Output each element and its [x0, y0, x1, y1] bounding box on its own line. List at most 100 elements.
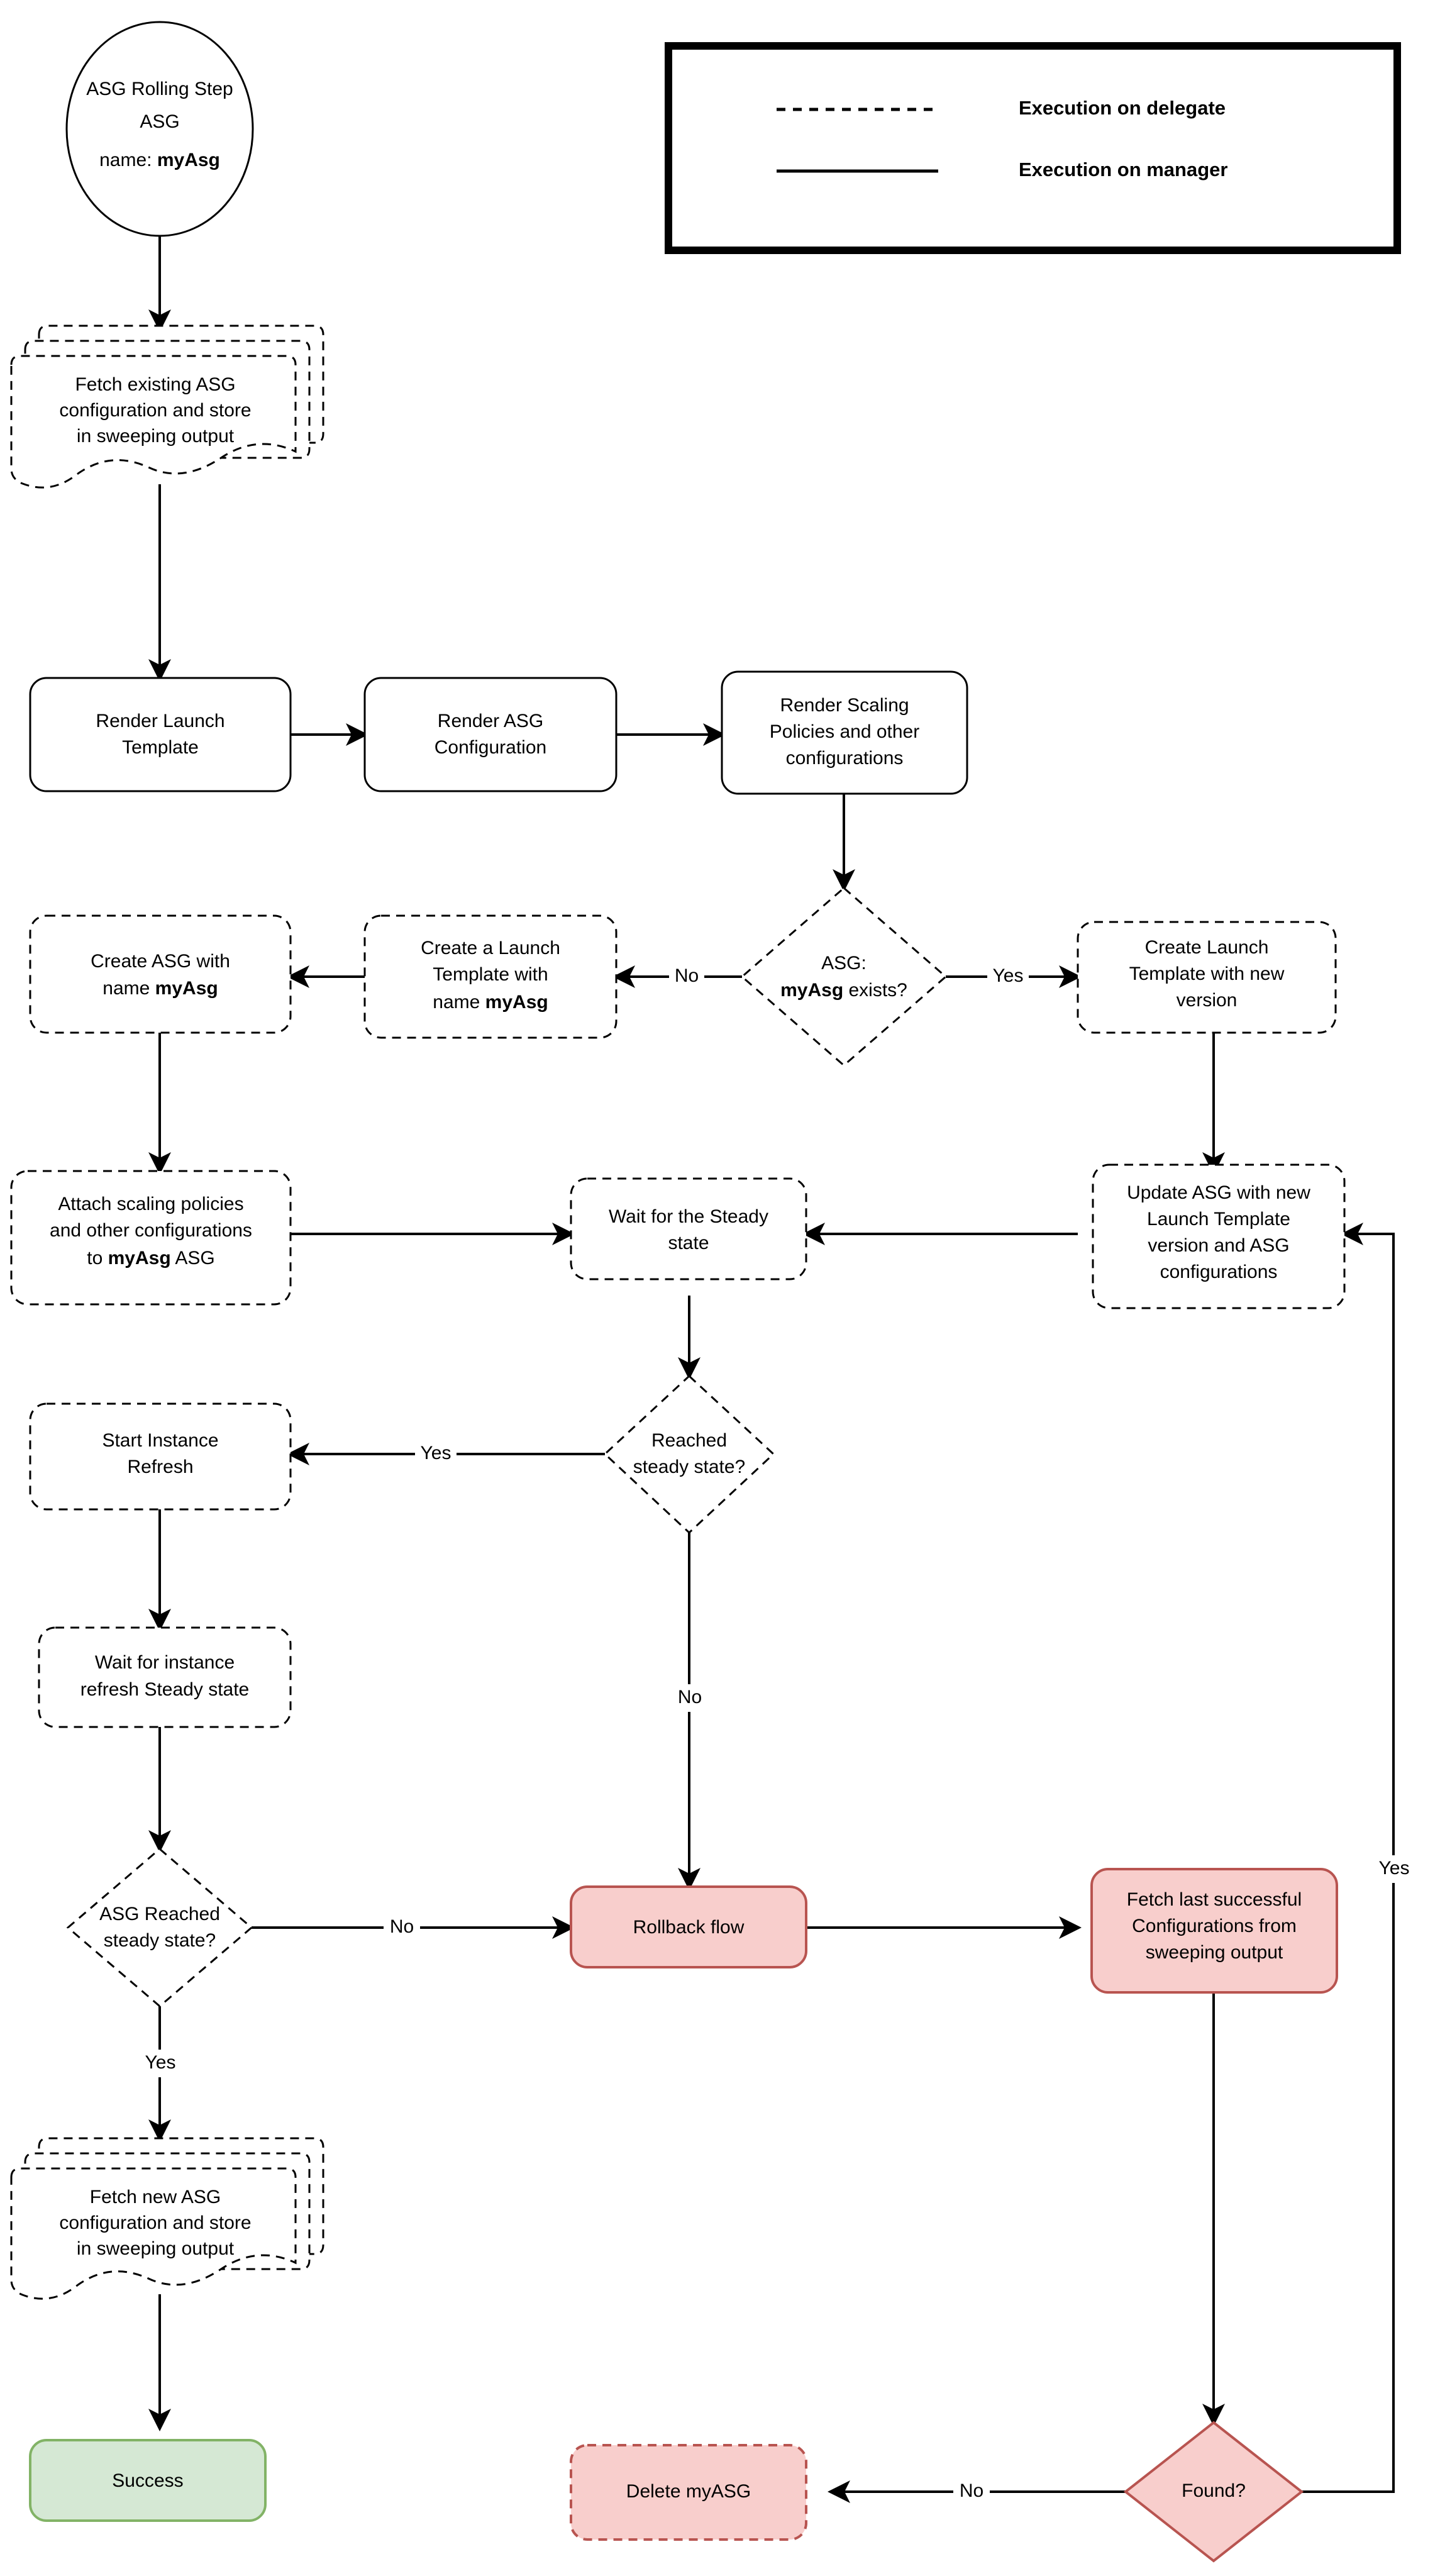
render-asg-line2: Configuration [435, 737, 546, 758]
node-start-instance-refresh[interactable]: Start Instance Refresh [29, 1402, 292, 1511]
legend-border [665, 42, 1401, 254]
attach-suffix: ASG [171, 1248, 215, 1269]
create-asg-box [29, 914, 292, 1034]
node-fetch-new-asg[interactable]: Fetch new ASG configuration and store in… [10, 2137, 324, 2300]
create-lt-name-line1: Create a Launch [421, 938, 560, 958]
fetch-last-line3: sweeping output [1146, 1942, 1283, 1963]
node-rollback-flow[interactable]: Rollback flow [570, 1885, 807, 1968]
node-wait-instance-refresh[interactable]: Wait for instance refresh Steady state [38, 1626, 292, 1728]
render-lt-line1: Render Launch [96, 711, 224, 731]
attach-prefix: to [87, 1248, 108, 1269]
reached-steady-line2: steady state? [633, 1457, 745, 1477]
fetch-existing-line2: configuration and store [59, 400, 251, 421]
asg-exists-line1: ASG: [821, 953, 867, 974]
fetch-last-successful-box [1090, 1868, 1338, 1994]
create-asg-line1: Create ASG with [91, 951, 230, 972]
success-box [29, 2439, 267, 2522]
node-attach-scaling-policies[interactable]: Attach scaling policies and other config… [10, 1170, 292, 1306]
node-fetch-existing-asg[interactable]: Fetch existing ASG configuration and sto… [10, 325, 324, 489]
legend-label-manager: Execution on manager [1019, 158, 1227, 180]
create-asg-prefix: name [102, 978, 155, 999]
asg-exists-bold: myAsg [780, 980, 843, 1001]
node-asg-exists-decision[interactable]: ASG: myAsg exists? [740, 887, 948, 1067]
node-asg-reached-steady-decision[interactable]: ASG Reached steady state? [66, 1848, 253, 2007]
node-create-asg[interactable]: Create ASG with name myAsg [29, 914, 292, 1034]
fetch-new-line1: Fetch new ASG [90, 2187, 221, 2207]
node-success[interactable]: Success [29, 2439, 267, 2522]
render-asg-config-box [363, 677, 618, 792]
create-lt-name-prefix: name [433, 992, 485, 1013]
start-ellipse [65, 21, 254, 237]
fetch-existing-doc-front [10, 355, 297, 489]
node-render-launch-template[interactable]: Render Launch Template [29, 677, 292, 792]
create-lt-name-line2: Template with [433, 964, 548, 985]
wait-refresh-line1: Wait for instance [95, 1652, 235, 1673]
edge-label-asg-reached-yes: Yes [145, 2052, 176, 2073]
rollback-flow-box [570, 1885, 807, 1968]
start-line3-bold: myAsg [157, 150, 220, 170]
edge-label-asg-reached-no: No [390, 1916, 414, 1937]
edge-label-asg-exists-no: No [675, 965, 699, 986]
node-wait-steady-state[interactable]: Wait for the Steady state [570, 1177, 807, 1280]
node-reached-steady-decision[interactable]: Reached steady state? [603, 1374, 775, 1535]
edge-labels-layer: No Yes Yes No No Yes No Yes [140, 963, 1415, 2505]
start-line2: ASG [140, 111, 179, 132]
wait-refresh-line2: refresh Steady state [80, 1679, 249, 1700]
render-scaling-line2: Policies and other [770, 721, 919, 742]
fetch-new-line2: configuration and store [59, 2212, 251, 2233]
attach-line2: and other configurations [50, 1220, 252, 1241]
wait-steady-line2: state [668, 1233, 709, 1253]
start-line3: name: myAsg [99, 150, 220, 170]
reached-steady-diamond [603, 1374, 775, 1535]
attach-line1: Attach scaling policies [58, 1194, 243, 1214]
node-update-asg[interactable]: Update ASG with new Launch Template vers… [1092, 1163, 1346, 1309]
node-found-decision[interactable]: Found? [1123, 2421, 1304, 2563]
create-lt-version-box [1077, 921, 1337, 1034]
asg-reached-steady-diamond [66, 1848, 253, 2007]
render-lt-line2: Template [122, 737, 199, 758]
node-create-launch-template-version[interactable]: Create Launch Template with new version [1077, 921, 1337, 1034]
legend-label-delegate: Execution on delegate [1019, 97, 1226, 119]
wait-steady-box [570, 1177, 807, 1280]
node-fetch-last-successful[interactable]: Fetch last successful Configurations fro… [1090, 1868, 1338, 1994]
asg-exists-rest: exists? [843, 980, 907, 1001]
attach-line3: to myAsg ASG [87, 1248, 214, 1269]
edges-layer [148, 233, 1395, 2503]
edge-label-asg-exists-yes: Yes [993, 965, 1024, 986]
start-line1: ASG Rolling Step [86, 79, 233, 99]
fetch-new-doc-front [10, 2167, 297, 2300]
create-asg-line2: name myAsg [102, 978, 218, 999]
update-asg-line4: configurations [1160, 1262, 1278, 1282]
fetch-existing-line1: Fetch existing ASG [75, 374, 235, 395]
create-lt-version-line2: Template with new [1129, 963, 1285, 984]
edge-label-found-yes: Yes [1379, 1858, 1410, 1879]
update-asg-line2: Launch Template [1147, 1209, 1290, 1230]
node-delete-myasg[interactable]: Delete myASG [570, 2444, 807, 2541]
asg-reached-line1: ASG Reached [99, 1904, 220, 1924]
found-diamond [1123, 2421, 1304, 2563]
update-asg-line1: Update ASG with new [1127, 1182, 1310, 1203]
start-instance-refresh-box [29, 1402, 292, 1511]
edge-label-reached-steady-no: No [678, 1687, 702, 1707]
create-lt-version-line3: version [1177, 990, 1238, 1011]
delete-myasg-label: Delete myASG [626, 2481, 751, 2502]
node-render-asg-configuration[interactable]: Render ASG Configuration [363, 677, 618, 792]
node-create-launch-template-name[interactable]: Create a Launch Template with name myAsg [363, 914, 618, 1039]
render-asg-line1: Render ASG [438, 711, 543, 731]
start-line3-prefix: name: [99, 150, 157, 170]
create-lt-name-bold: myAsg [485, 992, 548, 1013]
fetch-new-line3: in sweeping output [77, 2238, 235, 2259]
node-render-scaling-policies[interactable]: Render Scaling Policies and other config… [721, 670, 968, 795]
render-scaling-line3: configurations [786, 748, 904, 769]
attach-bold: myAsg [108, 1248, 171, 1269]
node-start[interactable]: ASG Rolling Step ASG name: myAsg [65, 21, 254, 237]
legend: Execution on delegate Execution on manag… [665, 42, 1401, 254]
wait-instance-refresh-box [38, 1626, 292, 1728]
start-refresh-line1: Start Instance [102, 1430, 218, 1451]
edge-label-reached-steady-yes: Yes [421, 1443, 451, 1463]
update-asg-box [1092, 1163, 1346, 1309]
asg-exists-diamond [740, 887, 948, 1067]
wait-steady-line1: Wait for the Steady [609, 1206, 768, 1227]
